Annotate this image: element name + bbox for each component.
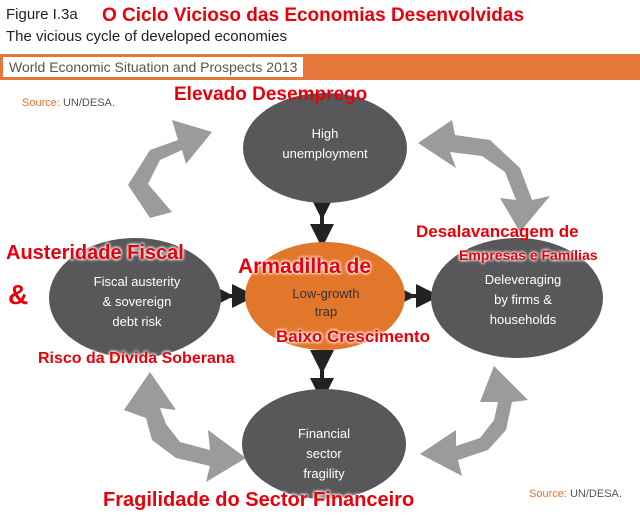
node-fiscal-austerity [49,238,221,358]
annotation-right-1: Desalavancagem de [416,222,579,241]
figure-label: Figure I.3a [6,6,78,23]
source-top: Source: UN/DESA. [22,97,115,109]
node-center-line-1: Low-growth [292,286,359,301]
source-bottom-value: UN/DESA. [569,488,622,500]
annotation-top: Elevado Desemprego [174,84,368,105]
node-left-line-1: Fiscal austerity [94,274,181,289]
banner-title: World Economic Situation and Prospects 2… [3,57,304,77]
source-top-label: Source: [22,97,60,109]
node-bottom-line-3: fragility [303,466,345,481]
annotation-center-2: Baixo Crescimento [276,327,430,346]
source-top-value: UN/DESA. [62,97,115,109]
node-left-line-2: & sovereign [103,294,172,309]
annotation-center-1: Armadilha de [238,255,372,278]
node-deleveraging [431,238,603,358]
annotation-right-2: Empresas e Famílias [459,247,598,263]
node-top-line-1: High [312,126,339,141]
node-right-line-1: Deleveraging [485,272,562,287]
node-right-line-3: households [490,312,557,327]
node-top-line-2: unemployment [282,146,368,161]
node-center-line-2: trap [315,304,337,319]
node-bottom-line-2: sector [306,446,342,461]
cycle-arrow-top-left [128,120,212,218]
node-bottom-line-1: Financial [298,426,350,441]
title-english: The vicious cycle of developed economies [6,28,287,45]
cycle-arrow-bottom-left [124,372,246,482]
source-bottom: Source: UN/DESA. [529,488,622,500]
title-portuguese: O Ciclo Vicioso das Economias Desenvolvi… [102,5,525,26]
annotation-left-ampersand: & [8,279,29,310]
cycle-arrow-top-right [418,120,550,232]
annotation-bottom: Fragilidade do Sector Financeiro [103,489,415,511]
source-bottom-label: Source: [529,488,567,500]
annotation-left-1: Austeridade Fiscal [6,242,184,264]
node-high-unemployment [243,93,407,203]
node-financial-fragility [242,389,406,499]
node-left-line-3: debt risk [112,314,162,329]
node-right-line-2: by firms & [494,292,552,307]
annotation-left-2: Risco da Dívida Soberana [38,350,235,367]
cycle-arrow-bottom-right [420,366,528,476]
node-low-growth-trap [245,242,405,350]
report-banner: World Economic Situation and Prospects 2… [0,54,640,80]
